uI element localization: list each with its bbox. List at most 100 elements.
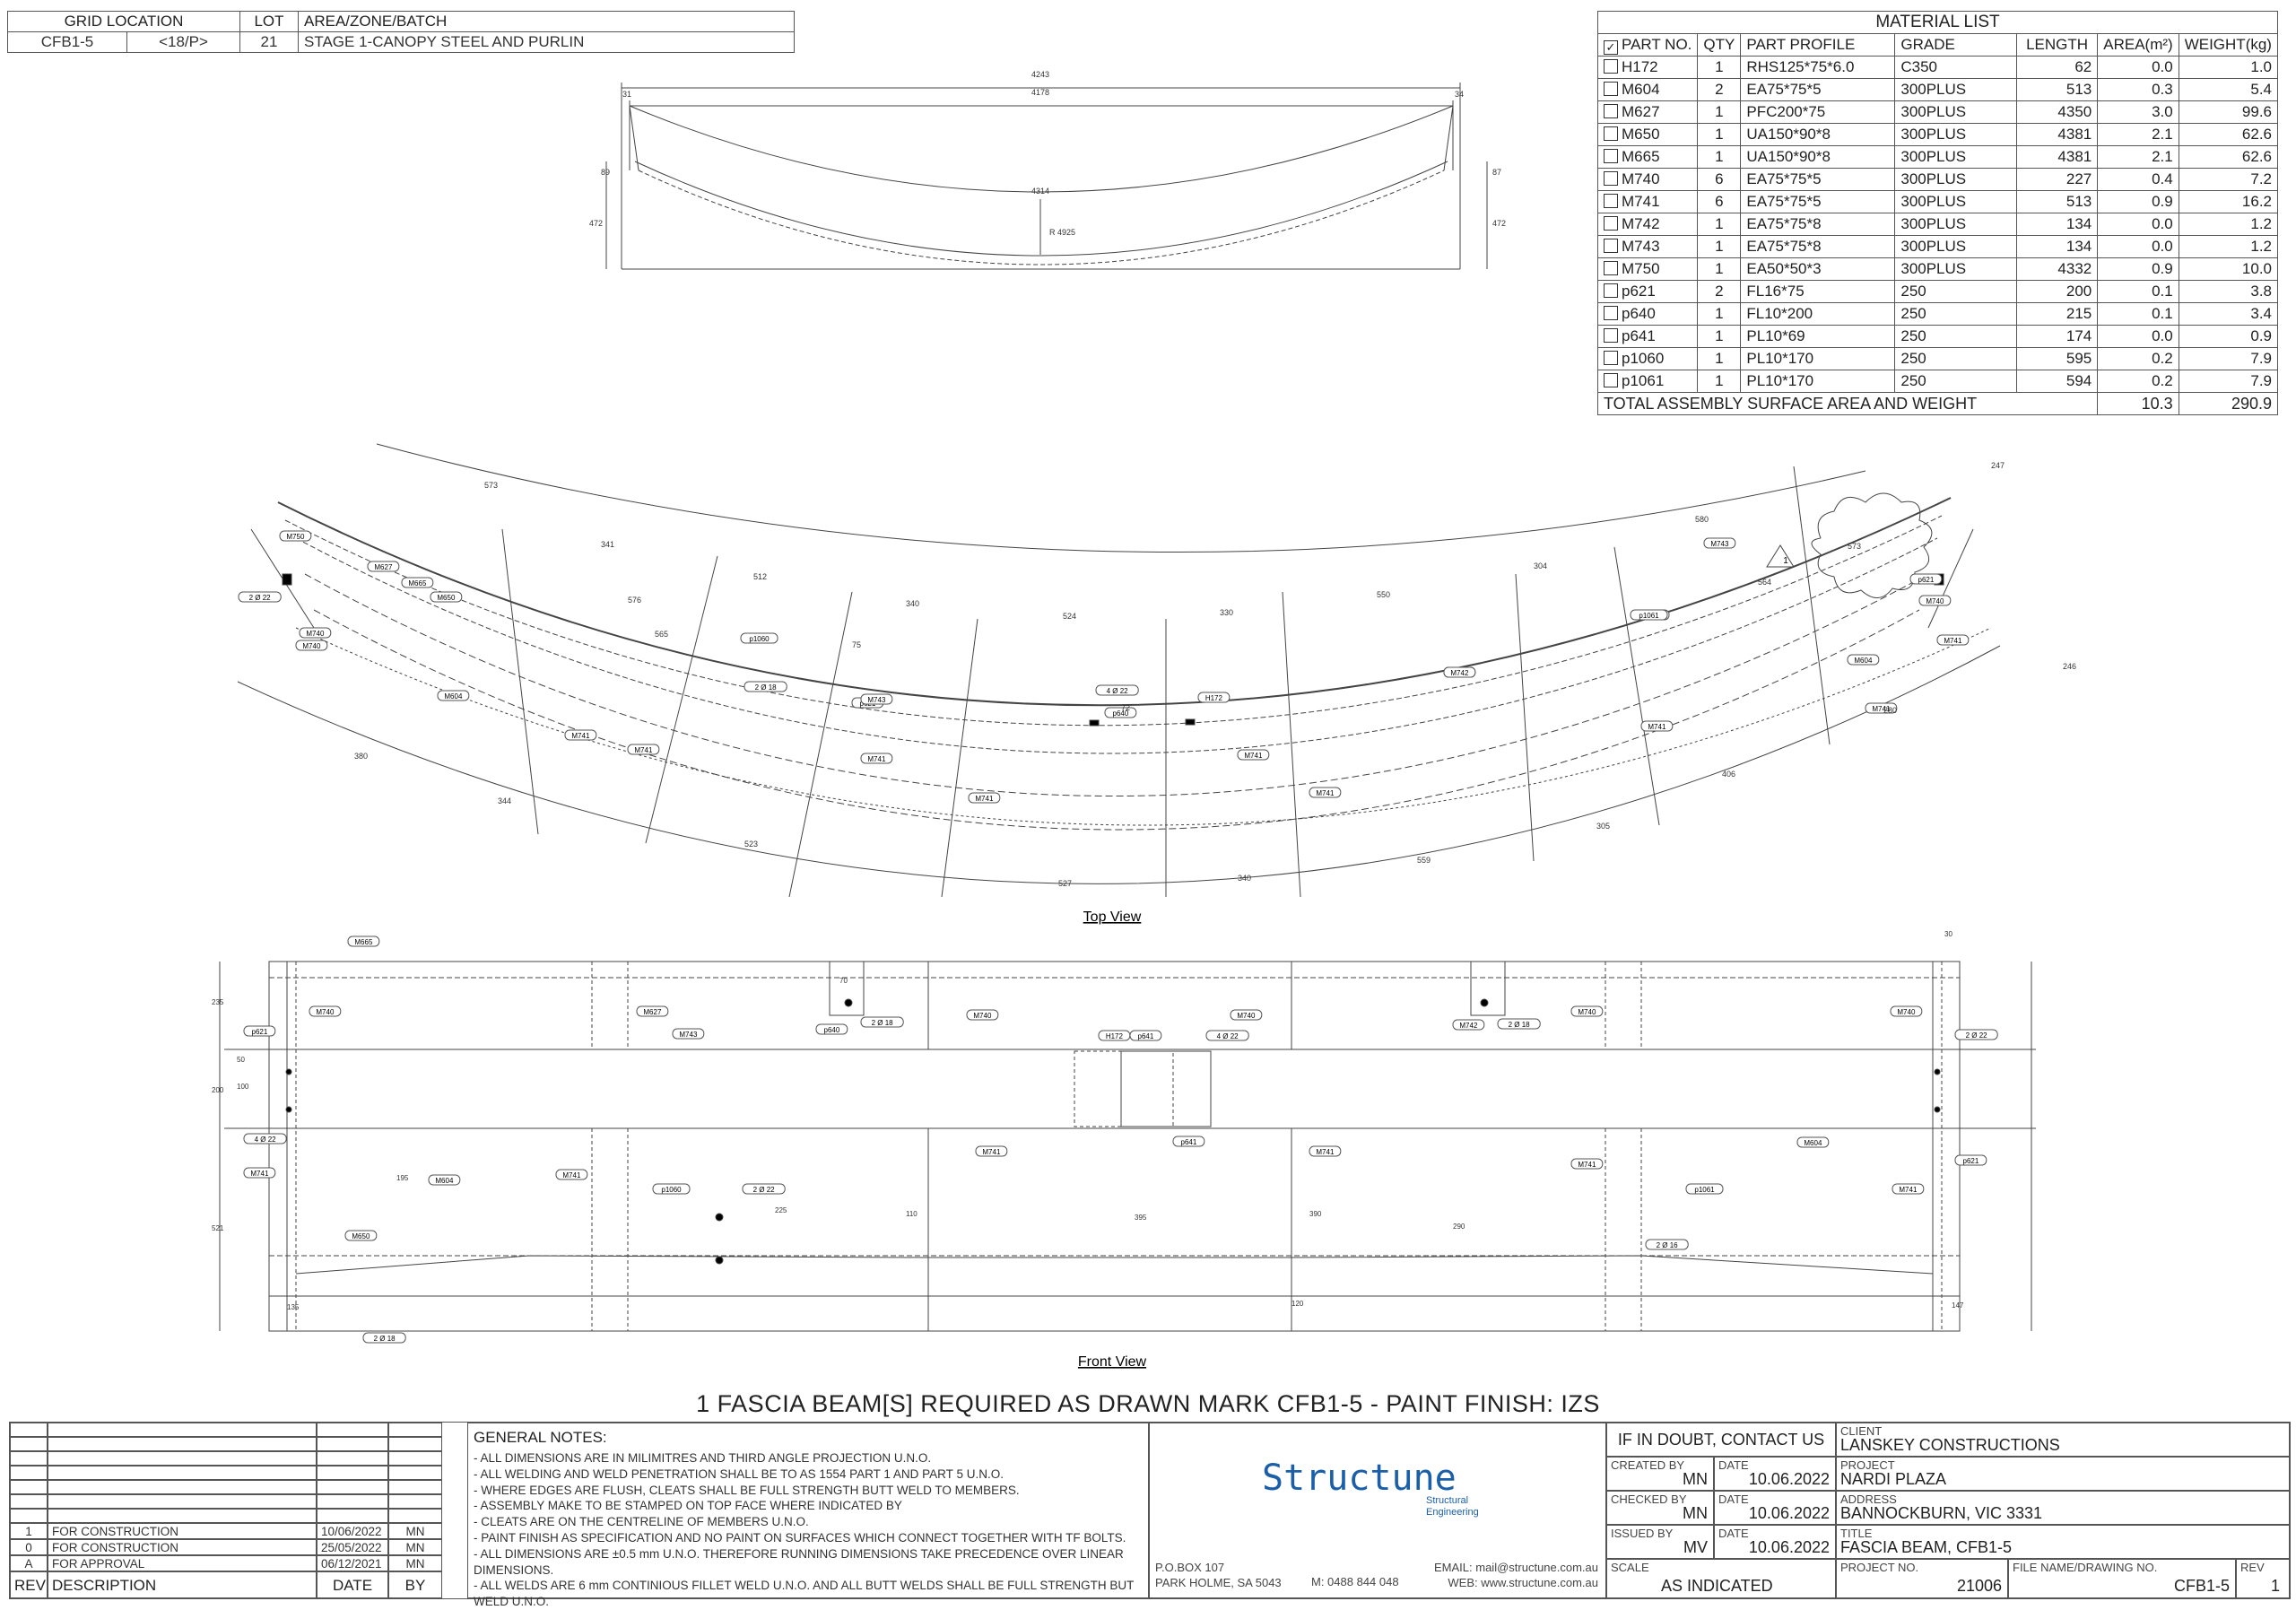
top-view-dim: 344 <box>498 796 511 805</box>
col-part-no: ✓PART NO. <box>1596 33 1699 57</box>
revision-blank-cell <box>388 1423 442 1437</box>
weight-cell: 7.9 <box>2178 370 2279 393</box>
top-view-label: Top View <box>1083 909 1142 925</box>
material-total-row: TOTAL ASSEMBLY SURFACE AREA AND WEIGHT 1… <box>1596 392 2279 415</box>
top-view-dim: 573 <box>1848 542 1861 551</box>
checkbox-icon[interactable] <box>1604 261 1618 275</box>
svg-text:2 Ø 18: 2 Ø 18 <box>755 683 778 692</box>
by-cell: MN <box>388 1523 442 1539</box>
top-view-mark: M741 <box>1309 787 1342 798</box>
revision-blank-cell <box>388 1480 442 1494</box>
front-view-dim: 290 <box>1453 1223 1465 1231</box>
elev-dim-chord: 4314 <box>1031 187 1049 196</box>
checkbox-icon[interactable] <box>1604 351 1618 365</box>
front-view-dim: 395 <box>1135 1214 1147 1222</box>
svg-text:p621: p621 <box>1918 576 1935 584</box>
qty-cell: 1 <box>1697 145 1742 169</box>
note-line: - CLEATS ARE ON THE CENTRELINE OF MEMBER… <box>474 1515 809 1529</box>
front-view-mark: 2 Ø 18 <box>860 1016 904 1028</box>
drawing-canvas: 4243 4178 31 34 4314 R 4925 472 472 89 8… <box>212 70 2076 1370</box>
front-view-dim: 147 <box>1952 1301 1964 1310</box>
front-view-mark: M740 <box>1570 1005 1604 1017</box>
elev-dim-s2: 87 <box>1492 168 1501 177</box>
svg-text:M741: M741 <box>982 1148 1001 1156</box>
revision-blank-cell <box>317 1451 388 1466</box>
front-view-dim: 200 <box>212 1086 224 1094</box>
svg-text:p1060: p1060 <box>749 635 770 643</box>
area-value: STAGE 1-CANOPY STEEL AND PURLIN <box>298 31 795 53</box>
revision-blank-cell <box>48 1494 317 1509</box>
checkbox-icon[interactable] <box>1604 239 1618 253</box>
checkbox-icon[interactable] <box>1604 306 1618 320</box>
grade-cell: 250 <box>1894 347 2017 370</box>
svg-text:H172: H172 <box>1106 1032 1124 1040</box>
revision-triangle-icon <box>1766 544 1795 568</box>
length-cell: 4350 <box>2015 100 2099 124</box>
checkbox-icon[interactable] <box>1604 216 1618 231</box>
top-view-dim: 280 <box>1883 706 1897 715</box>
front-view-mark: M665 <box>347 936 380 947</box>
checkbox-icon[interactable] <box>1604 328 1618 343</box>
svg-text:M741: M741 <box>634 746 653 754</box>
elevation-view <box>605 83 1488 270</box>
qty-cell: 1 <box>1697 302 1742 326</box>
weight-cell: 1.0 <box>2178 56 2279 79</box>
svg-text:M740: M740 <box>316 1008 335 1016</box>
checkbox-icon[interactable]: ✓ <box>1604 39 1618 55</box>
checkbox-icon[interactable] <box>1604 171 1618 186</box>
front-view-dim: 195 <box>396 1174 409 1182</box>
revision-number: 1 <box>1783 556 1788 566</box>
note-line: - ALL DIMENSIONS ARE IN MILIMITRES AND T… <box>474 1451 932 1465</box>
top-view-dim: 75 <box>852 640 861 649</box>
top-view-dim: 72 <box>1121 703 1130 712</box>
svg-text:M604: M604 <box>444 692 463 701</box>
front-view-dim: 110 <box>906 1210 918 1218</box>
rev-cell: 1 <box>10 1523 48 1539</box>
revision-blank-cell <box>48 1451 317 1466</box>
top-view-mark: 2 Ø 18 <box>744 681 787 692</box>
elev-dim-radius: R 4925 <box>1049 228 1075 237</box>
revision-blank-cell <box>10 1494 48 1509</box>
svg-text:M743: M743 <box>1710 540 1729 548</box>
total-area: 10.3 <box>2097 392 2179 415</box>
length-cell: 62 <box>2015 56 2099 79</box>
elev-dim-overall: 4243 <box>1031 70 1049 79</box>
front-view-mark: M650 <box>344 1230 378 1241</box>
svg-text:2 Ø 18: 2 Ø 18 <box>1509 1021 1531 1029</box>
qty-cell: 1 <box>1697 347 1742 370</box>
revision-blank-cell <box>317 1509 388 1523</box>
col-area: AREA(m²) <box>2097 33 2179 57</box>
top-view-dim: 406 <box>1722 770 1735 779</box>
front-view-mark: M741 <box>1570 1158 1604 1170</box>
checkbox-icon[interactable] <box>1604 104 1618 118</box>
qty-cell: 1 <box>1697 56 1742 79</box>
checkbox-icon[interactable] <box>1604 194 1618 208</box>
checkbox-icon[interactable] <box>1604 126 1618 141</box>
top-view-mark: M627 <box>367 561 400 572</box>
svg-text:M750: M750 <box>286 533 305 541</box>
weight-cell: 10.0 <box>2178 257 2279 281</box>
checkbox-icon[interactable] <box>1604 149 1618 163</box>
revision-blank-cell <box>10 1466 48 1480</box>
svg-text:M741: M741 <box>975 795 994 803</box>
checkbox-icon[interactable] <box>1604 59 1618 74</box>
grade-cell: 250 <box>1894 302 2017 326</box>
front-view-mark: 4 Ø 22 <box>243 1133 287 1144</box>
grade-cell: 300PLUS <box>1894 123 2017 146</box>
checkbox-icon[interactable] <box>1604 373 1618 387</box>
revision-blank-cell <box>48 1466 317 1480</box>
elev-dim-left: 31 <box>622 90 631 99</box>
front-view <box>219 961 2036 1332</box>
top-view-dim: 247 <box>1991 461 2005 470</box>
checkbox-icon[interactable] <box>1604 82 1618 96</box>
checkbox-icon[interactable] <box>1604 283 1618 298</box>
svg-text:M741: M741 <box>1578 1161 1596 1169</box>
